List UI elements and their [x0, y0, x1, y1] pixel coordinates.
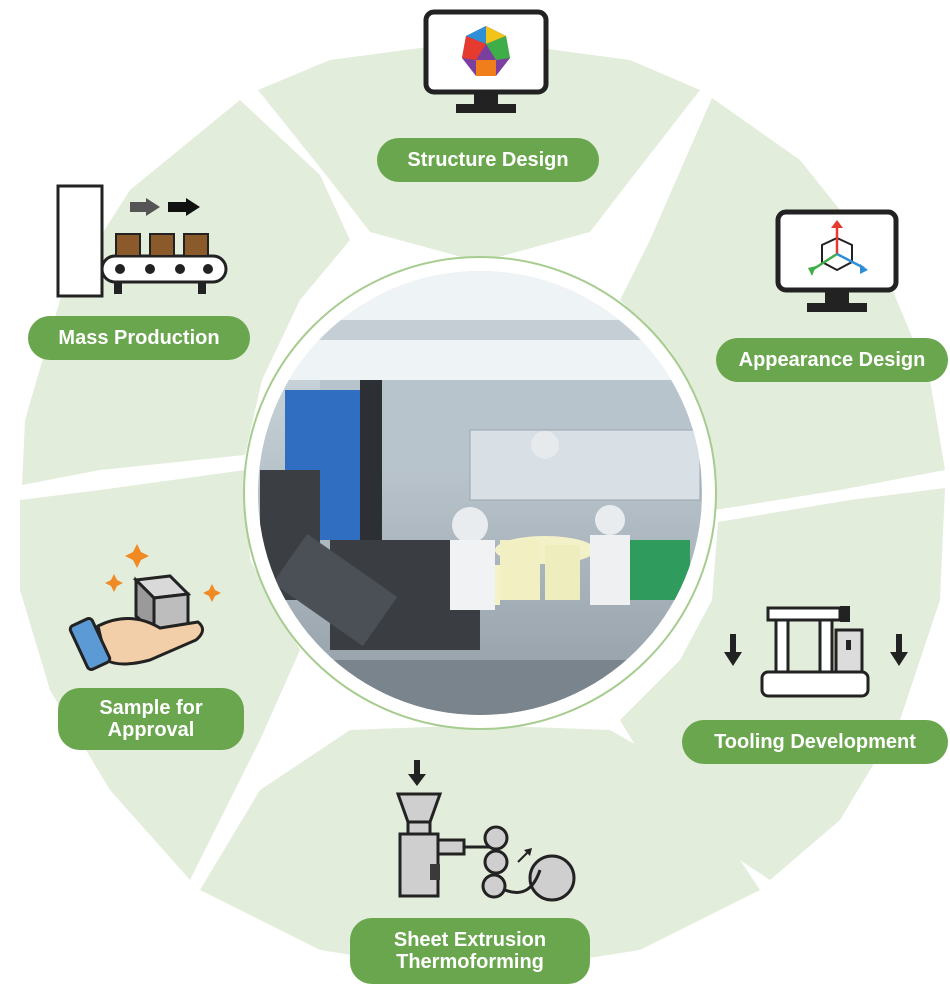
label-appearance-design: Appearance Design — [716, 338, 948, 382]
label-line: Sample for — [99, 697, 203, 719]
segment-appearance-design — [620, 98, 945, 510]
segment-sheet-extrusion — [200, 725, 760, 975]
extruder-rollers-icon — [395, 760, 576, 902]
label-line: Thermoforming — [396, 951, 544, 973]
hand-holding-box-icon — [68, 544, 221, 672]
label-line: Appearance Design — [738, 349, 926, 371]
label-mass-production: Mass Production — [28, 316, 250, 360]
label-tooling-development: Tooling Development — [682, 720, 948, 764]
label-line: Mass Production — [58, 327, 220, 349]
center-photo — [243, 256, 717, 730]
label-line: Sheet Extrusion — [393, 929, 547, 951]
segment-sample-approval — [20, 470, 300, 880]
conveyor-belt-icon — [56, 184, 228, 298]
label-sample-approval: Sample for Approval — [58, 688, 244, 750]
label-structure-design: Structure Design — [377, 138, 599, 182]
press-machine-icon — [724, 606, 908, 698]
segment-mass-production — [22, 100, 350, 485]
label-line: Approval — [107, 719, 195, 741]
label-line: Structure Design — [407, 149, 569, 171]
monitor-polyhedron-icon — [423, 9, 549, 113]
monitor-3d-axes-icon — [775, 209, 899, 312]
label-sheet-extrusion: Sheet Extrusion Thermoforming — [350, 918, 590, 984]
label-line: Tooling Development — [714, 731, 916, 753]
